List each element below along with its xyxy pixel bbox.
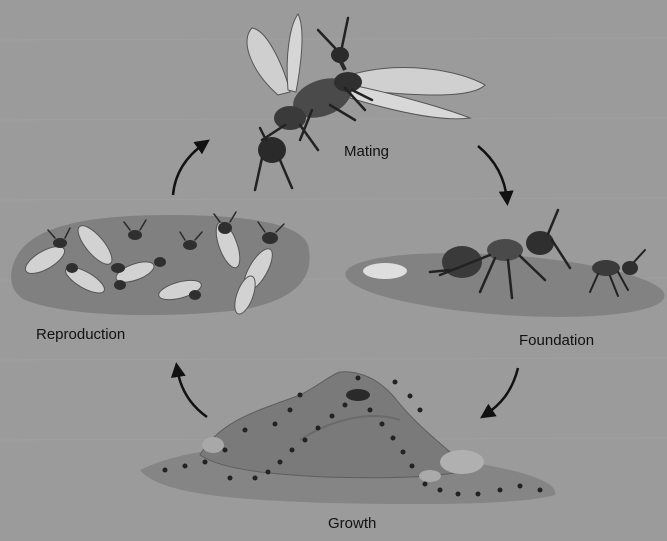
arrow-foundation-to-growth: [485, 368, 518, 415]
growth-illustration: [140, 372, 555, 504]
arrow-mating-to-foundation: [478, 146, 507, 200]
stage-label-reproduction: Reproduction: [36, 326, 125, 343]
egg-cluster: [363, 263, 407, 279]
ant-abdomen: [442, 246, 482, 278]
stage-label-foundation: Foundation: [519, 332, 594, 349]
stage-label-growth: Growth: [328, 515, 376, 532]
mating-illustration: [247, 14, 485, 190]
worker-ant: [592, 260, 620, 276]
wing: [287, 14, 302, 92]
reproduction-illustration: [11, 212, 309, 317]
wing: [247, 28, 290, 95]
mound-entrance: [346, 389, 370, 401]
stage-label-mating: Mating: [344, 143, 389, 160]
ant-head: [622, 261, 638, 275]
ant-thorax: [487, 239, 523, 261]
arrow-reproduction-to-mating: [173, 143, 205, 195]
rock: [202, 437, 224, 453]
rock: [440, 450, 484, 474]
rock: [419, 470, 441, 482]
foundation-illustration: [343, 210, 666, 326]
ant-head: [526, 231, 554, 255]
ant-mound: [200, 372, 470, 478]
ant-abdomen: [334, 72, 362, 92]
arrow-growth-to-reproduction: [177, 368, 207, 417]
